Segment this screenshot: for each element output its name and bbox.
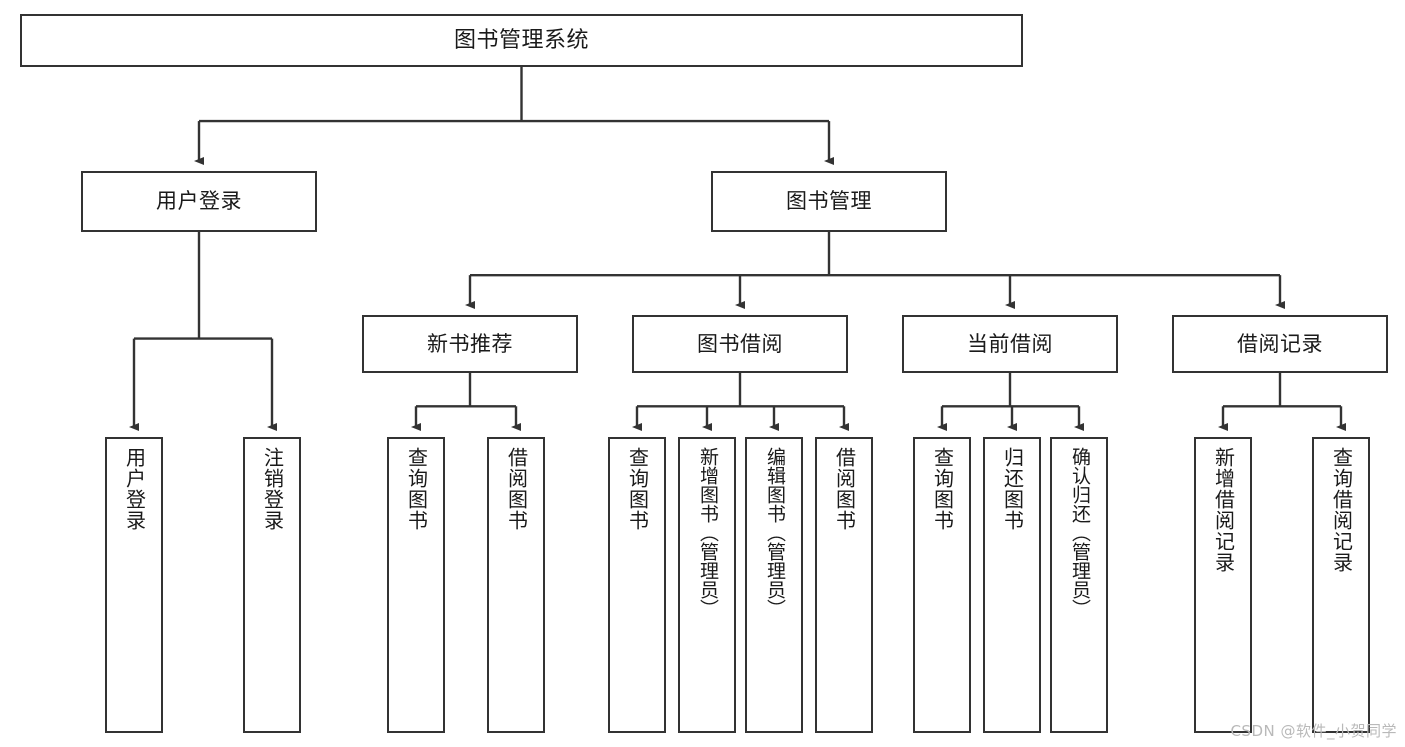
node-label: 新增借阅记录 xyxy=(1211,447,1236,573)
node-leaf-add-book[interactable]: 新增图书（管理员） xyxy=(678,437,736,733)
node-leaf-user-logout[interactable]: 注销登录 xyxy=(243,437,301,733)
node-user-login[interactable]: 用户登录 xyxy=(81,171,317,232)
node-leaf-confirm-return[interactable]: 确认归还（管理员） xyxy=(1050,437,1108,733)
node-label: 借阅记录 xyxy=(1237,331,1323,356)
node-label: 归还图书 xyxy=(1000,447,1025,531)
node-book-borrow[interactable]: 图书借阅 xyxy=(632,315,848,373)
node-new-book-rec[interactable]: 新书推荐 xyxy=(362,315,578,373)
node-label: 借阅图书 xyxy=(832,447,857,531)
node-leaf-query-record[interactable]: 查询借阅记录 xyxy=(1312,437,1370,733)
node-label: 查询借阅记录 xyxy=(1329,447,1354,573)
node-label: 新增图书（管理员） xyxy=(696,447,719,618)
node-label: 编辑图书（管理员） xyxy=(763,447,786,618)
node-leaf-query-book-cur[interactable]: 查询图书 xyxy=(913,437,971,733)
node-label: 新书推荐 xyxy=(427,331,513,356)
node-borrow-record[interactable]: 借阅记录 xyxy=(1172,315,1388,373)
node-leaf-borrow-book-rec[interactable]: 借阅图书 xyxy=(487,437,545,733)
node-label: 图书管理系统 xyxy=(453,27,589,53)
node-label: 用户登录 xyxy=(156,189,242,214)
node-label: 查询图书 xyxy=(625,447,650,531)
node-book-manage[interactable]: 图书管理 xyxy=(711,171,947,232)
node-label: 查询图书 xyxy=(404,447,429,531)
node-label: 确认归还（管理员） xyxy=(1068,447,1091,618)
node-leaf-add-record[interactable]: 新增借阅记录 xyxy=(1194,437,1252,733)
node-label: 用户登录 xyxy=(122,447,147,531)
node-root-title[interactable]: 图书管理系统 xyxy=(20,14,1023,67)
node-label: 图书管理 xyxy=(786,189,872,214)
node-label: 图书借阅 xyxy=(697,331,783,356)
node-leaf-return-book[interactable]: 归还图书 xyxy=(983,437,1041,733)
node-leaf-borrow-book[interactable]: 借阅图书 xyxy=(815,437,873,733)
node-leaf-query-book-rec[interactable]: 查询图书 xyxy=(387,437,445,733)
node-label: 当前借阅 xyxy=(967,331,1053,356)
node-label: 注销登录 xyxy=(260,447,285,531)
node-current-borrow[interactable]: 当前借阅 xyxy=(902,315,1118,373)
node-leaf-edit-book[interactable]: 编辑图书（管理员） xyxy=(745,437,803,733)
node-label: 借阅图书 xyxy=(504,447,529,531)
node-leaf-user-login[interactable]: 用户登录 xyxy=(105,437,163,733)
node-leaf-query-book[interactable]: 查询图书 xyxy=(608,437,666,733)
watermark-label: CSDN @软件_小贺同学 xyxy=(1230,722,1397,740)
node-label: 查询图书 xyxy=(930,447,955,531)
